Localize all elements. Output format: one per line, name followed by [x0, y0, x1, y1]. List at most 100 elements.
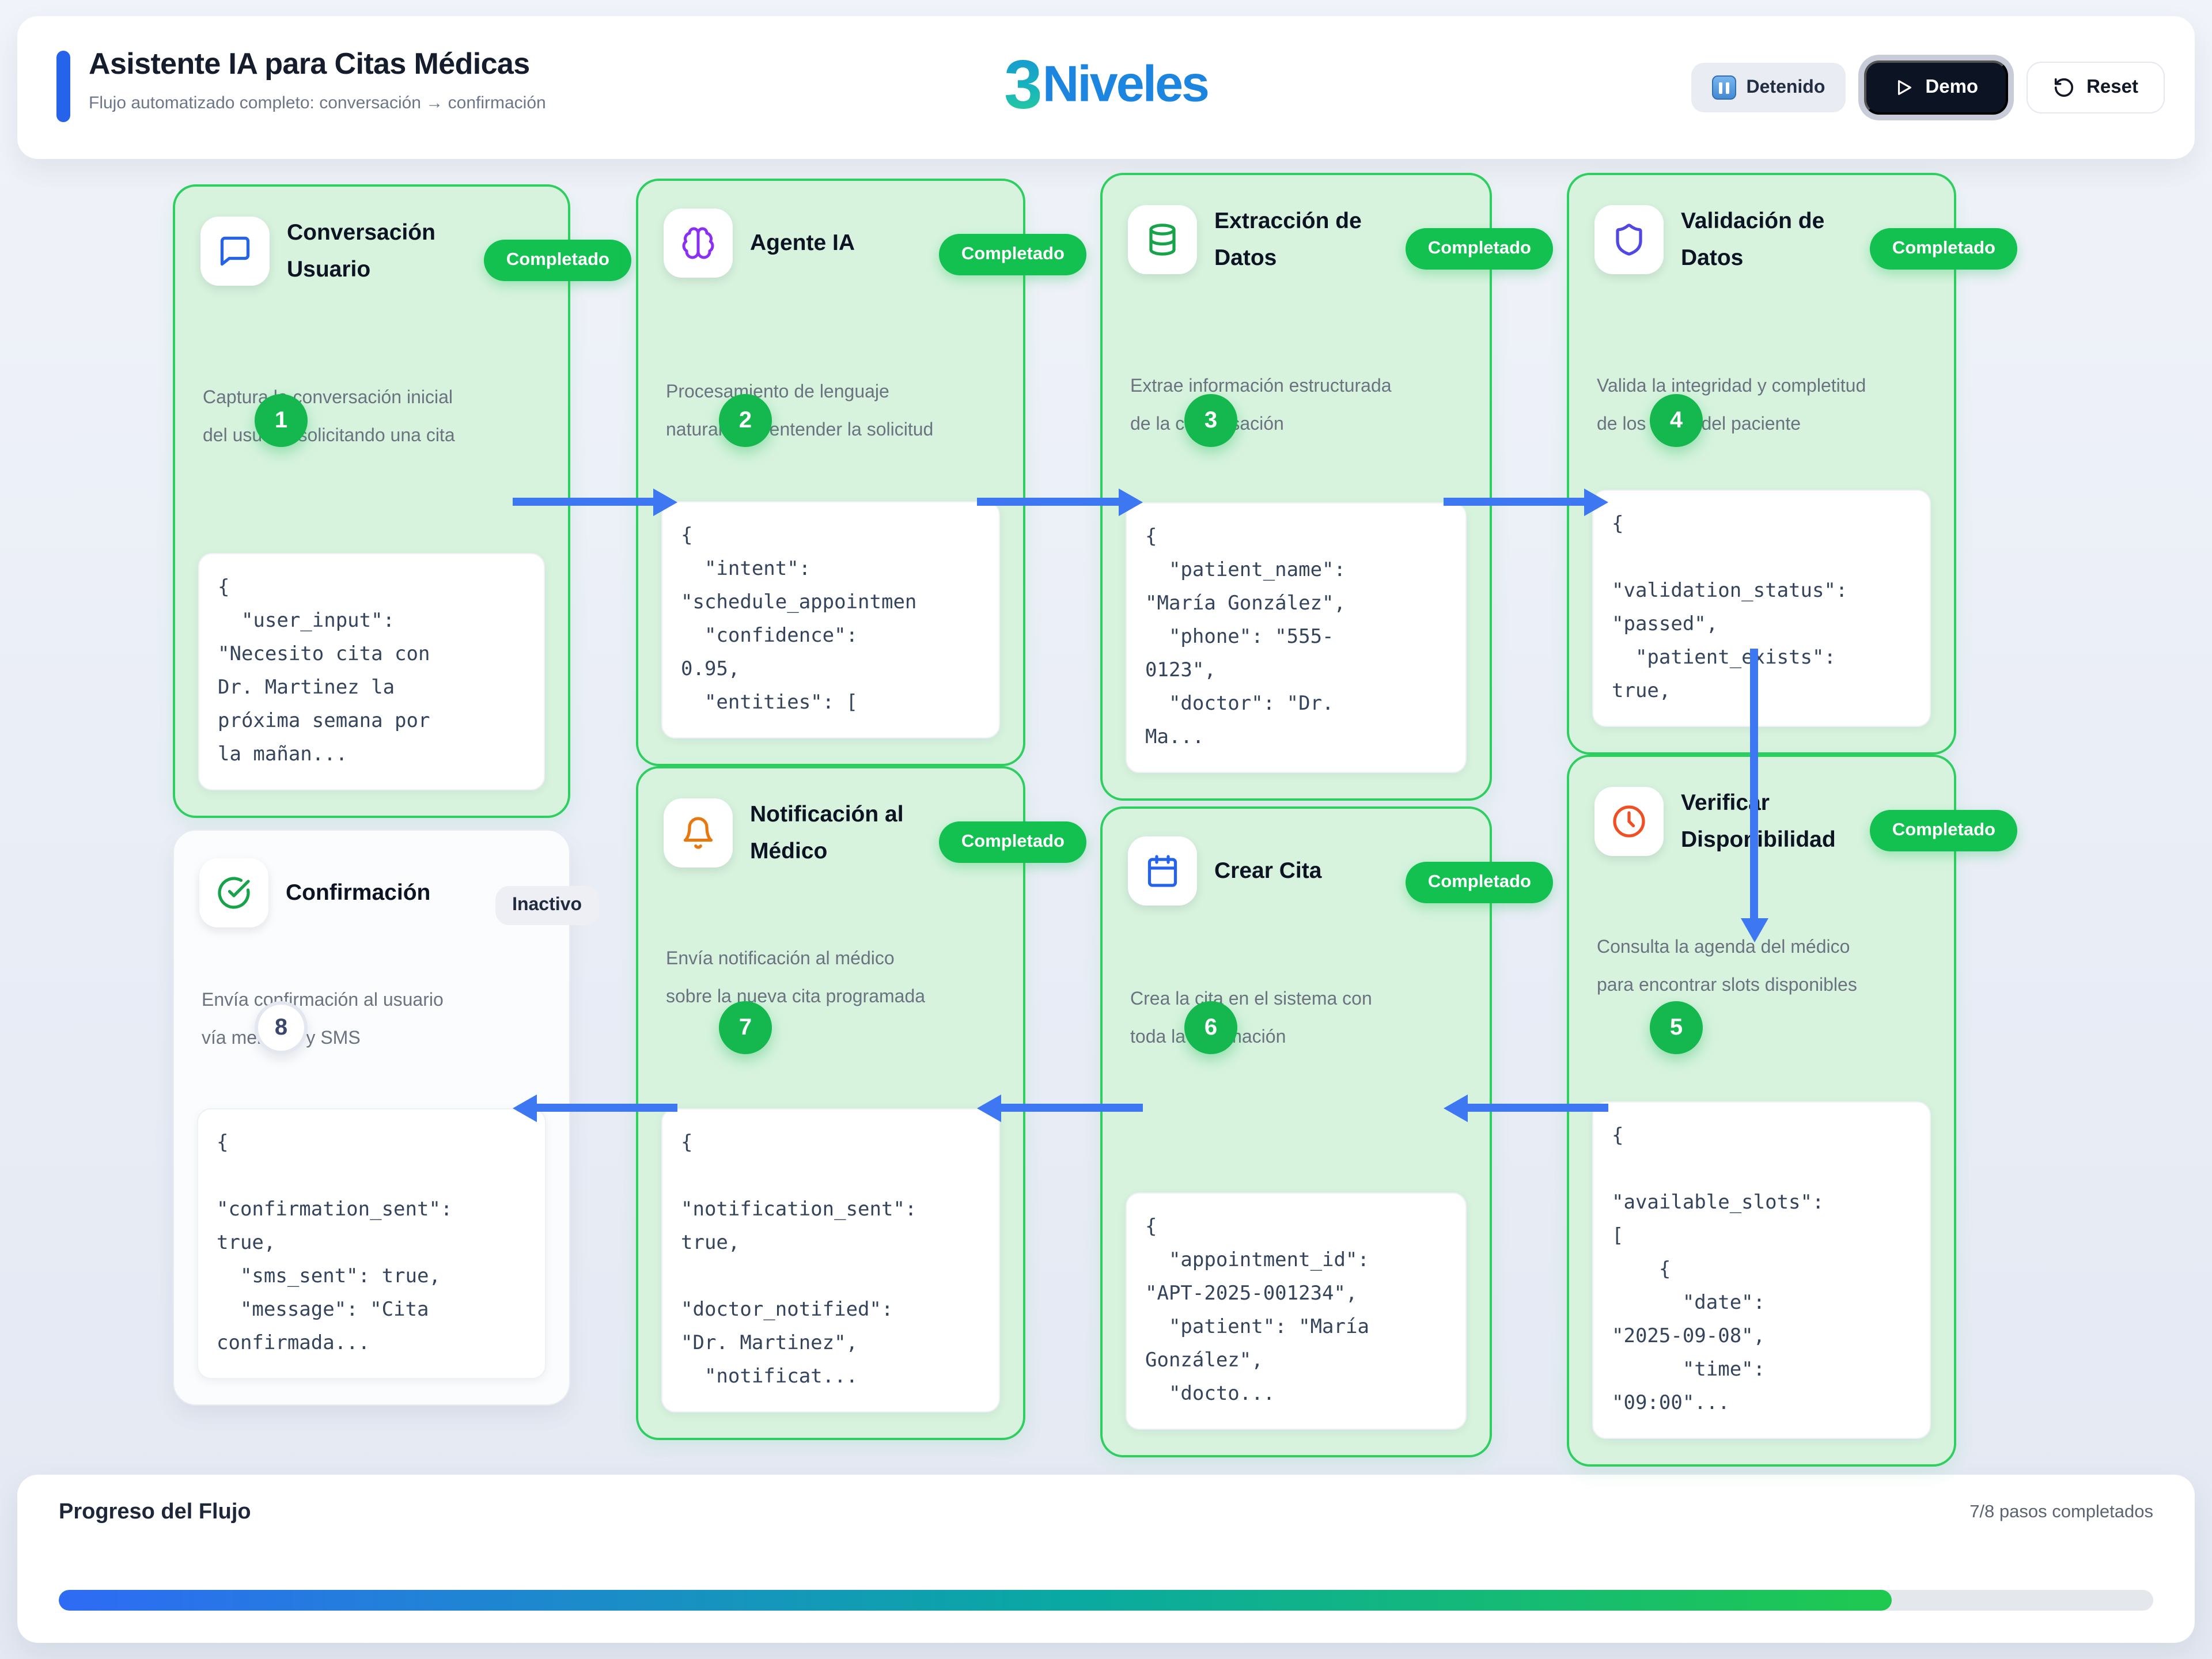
status-badge: Completado — [1870, 810, 2017, 851]
card-head: Conversación Usuario — [200, 214, 545, 289]
reset-button-label: Reset — [2086, 77, 2138, 97]
arrow-head — [1584, 488, 1608, 516]
progress-title: Progreso del Flujo — [59, 1500, 251, 1524]
card-head: Confirmación — [199, 858, 546, 927]
demo-button-label: Demo — [1925, 77, 1979, 97]
step-number-badge-7: 7 — [719, 1001, 772, 1054]
header-title-block: Asistente IA para Citas Médicas Flujo au… — [56, 46, 546, 122]
step-title: Notificación al Médico — [750, 802, 904, 865]
step-card-agente-ia: Agente IA Completado Procesamiento de le… — [636, 179, 1086, 766]
step-description: Envía notificación al médico sobre la nu… — [666, 949, 926, 1007]
status-badge: Completado — [484, 240, 631, 281]
step-card-verificar-disponibilidad: Verificar Disponibilidad Completado Cons… — [1567, 755, 2017, 1467]
arrow-head — [653, 488, 677, 516]
step-description: Captura la conversación inicial del usua… — [203, 388, 455, 446]
step-card-extraccion-de-datos: Extracción de Datos Completado Extrae in… — [1100, 173, 1553, 801]
step-number-badge-6: 6 — [1184, 1001, 1237, 1054]
step-card-confirmacion: Confirmación Inactivo Envía confirmación… — [173, 830, 599, 1406]
shield-icon — [1594, 205, 1664, 275]
progress-fill — [59, 1590, 1892, 1611]
step-card-validacion-de-datos: Validación de Datos Completado Valida la… — [1567, 173, 2017, 755]
arrow-shaft — [513, 498, 658, 506]
flow-arrow-4-to-5 — [1741, 649, 1768, 942]
page-subtitle: Flujo automatizado completo: conversació… — [89, 93, 546, 113]
page-title: Asistente IA para Citas Médicas — [89, 46, 530, 81]
status-badge: Completado — [1406, 228, 1553, 270]
bell-icon — [664, 798, 733, 868]
step-number-badge-4: 4 — [1650, 394, 1703, 447]
status-indicator: Detenido — [1691, 63, 1846, 112]
progress-count: 7/8 pasos completados — [1969, 1502, 2153, 1522]
step-output-json: { "intent": "schedule_appointmen "confid… — [661, 501, 1000, 738]
arrow-shaft — [1463, 1104, 1608, 1112]
arrow-head — [1741, 918, 1768, 942]
step-title: Verificar Disponibilidad — [1681, 790, 1836, 853]
step-output-json: { "available_slots": [ { "date": "2025-0… — [1592, 1101, 1931, 1439]
step-card-crear-cita: Crear Cita Completado Crea la cita en el… — [1100, 806, 1553, 1457]
brand-logo: 3 Niveles — [1004, 44, 1210, 124]
card-head: Crear Cita — [1128, 836, 1467, 906]
card-head: Notificación al Médico — [664, 796, 1000, 870]
status-badge: Completado — [939, 234, 1086, 275]
progress-bar-track — [59, 1590, 2153, 1611]
accent-bar — [56, 51, 70, 122]
step-number-badge-8: 8 — [255, 1001, 308, 1054]
status-badge: Inactivo — [495, 886, 599, 925]
play-icon — [1898, 80, 1912, 95]
step-description: Consulta la agenda del médico para encon… — [1597, 938, 1857, 995]
progress-panel: Progreso del Flujo 7/8 pasos completados — [17, 1475, 2195, 1643]
flow-arrow-3-to-4 — [1444, 488, 1608, 516]
calendar-icon — [1128, 836, 1197, 906]
arrow-head — [1444, 1094, 1468, 1122]
arrow-shaft — [1444, 498, 1589, 506]
card-head: Extracción de Datos — [1128, 203, 1467, 277]
arrow-shaft — [532, 1104, 677, 1112]
reset-button[interactable]: Reset — [2027, 62, 2165, 113]
arrow-shaft — [977, 498, 1123, 506]
chat-icon — [200, 217, 270, 286]
arrow-head — [1119, 488, 1143, 516]
card-head: Validación de Datos — [1594, 203, 1931, 277]
status-indicator-label: Detenido — [1746, 77, 1825, 97]
flow-arrow-7-to-8 — [513, 1094, 677, 1122]
arrow-shaft — [997, 1104, 1143, 1112]
step-number-badge-2: 2 — [719, 394, 772, 447]
step-title: Conversación Usuario — [287, 220, 435, 283]
database-icon — [1128, 205, 1197, 275]
flow-arrow-5-to-6 — [1444, 1094, 1608, 1122]
brain-icon — [664, 209, 733, 278]
step-output-json: { "validation_status": "passed", "patien… — [1592, 490, 1931, 727]
pause-icon — [1711, 75, 1736, 100]
flow-arrow-6-to-7 — [977, 1094, 1143, 1122]
step-description: Envía confirmación al usuario vía mensaj… — [202, 991, 444, 1048]
step-number-badge-3: 3 — [1184, 394, 1237, 447]
header-actions: Detenido Demo Reset — [1691, 60, 2165, 115]
step-output-json: { "patient_name": "María González", "pho… — [1126, 502, 1467, 773]
arrow-shaft — [1750, 649, 1758, 923]
logo-digit: 3 — [1004, 46, 1043, 123]
flow-arrow-1-to-2 — [513, 488, 677, 516]
step-title: Confirmación — [286, 880, 431, 906]
status-badge: Completado — [1870, 228, 2017, 270]
step-title: Agente IA — [750, 230, 855, 256]
step-title: Crear Cita — [1214, 858, 1322, 884]
step-number-badge-5: 5 — [1650, 1001, 1703, 1054]
step-output-json: { "appointment_id": "APT-2025-001234", "… — [1126, 1192, 1467, 1430]
arrow-head — [977, 1094, 1001, 1122]
step-description: Valida la integridad y completitud de lo… — [1597, 377, 1866, 434]
logo-text: Niveles — [1042, 55, 1210, 112]
step-output-json: { "notification_sent": true, "doctor_not… — [661, 1108, 1000, 1412]
flow-arrow-2-to-3 — [977, 488, 1143, 516]
status-badge: Completado — [1406, 862, 1553, 903]
step-description: Crea la cita en el sistema con toda la i… — [1130, 990, 1372, 1047]
card-head: Agente IA — [664, 209, 1000, 278]
step-output-json: { "user_input": "Necesito cita con Dr. M… — [198, 553, 545, 790]
arrow-head — [513, 1094, 537, 1122]
header-bar: Asistente IA para Citas Médicas Flujo au… — [17, 16, 2195, 159]
step-output-json: { "confirmation_sent": true, "sms_sent":… — [197, 1108, 546, 1379]
step-number-badge-1: 1 — [255, 394, 308, 447]
status-badge: Completado — [939, 821, 1086, 863]
check-circle-icon — [199, 858, 268, 927]
demo-button[interactable]: Demo — [1864, 60, 2009, 115]
clock-icon — [1594, 787, 1664, 857]
